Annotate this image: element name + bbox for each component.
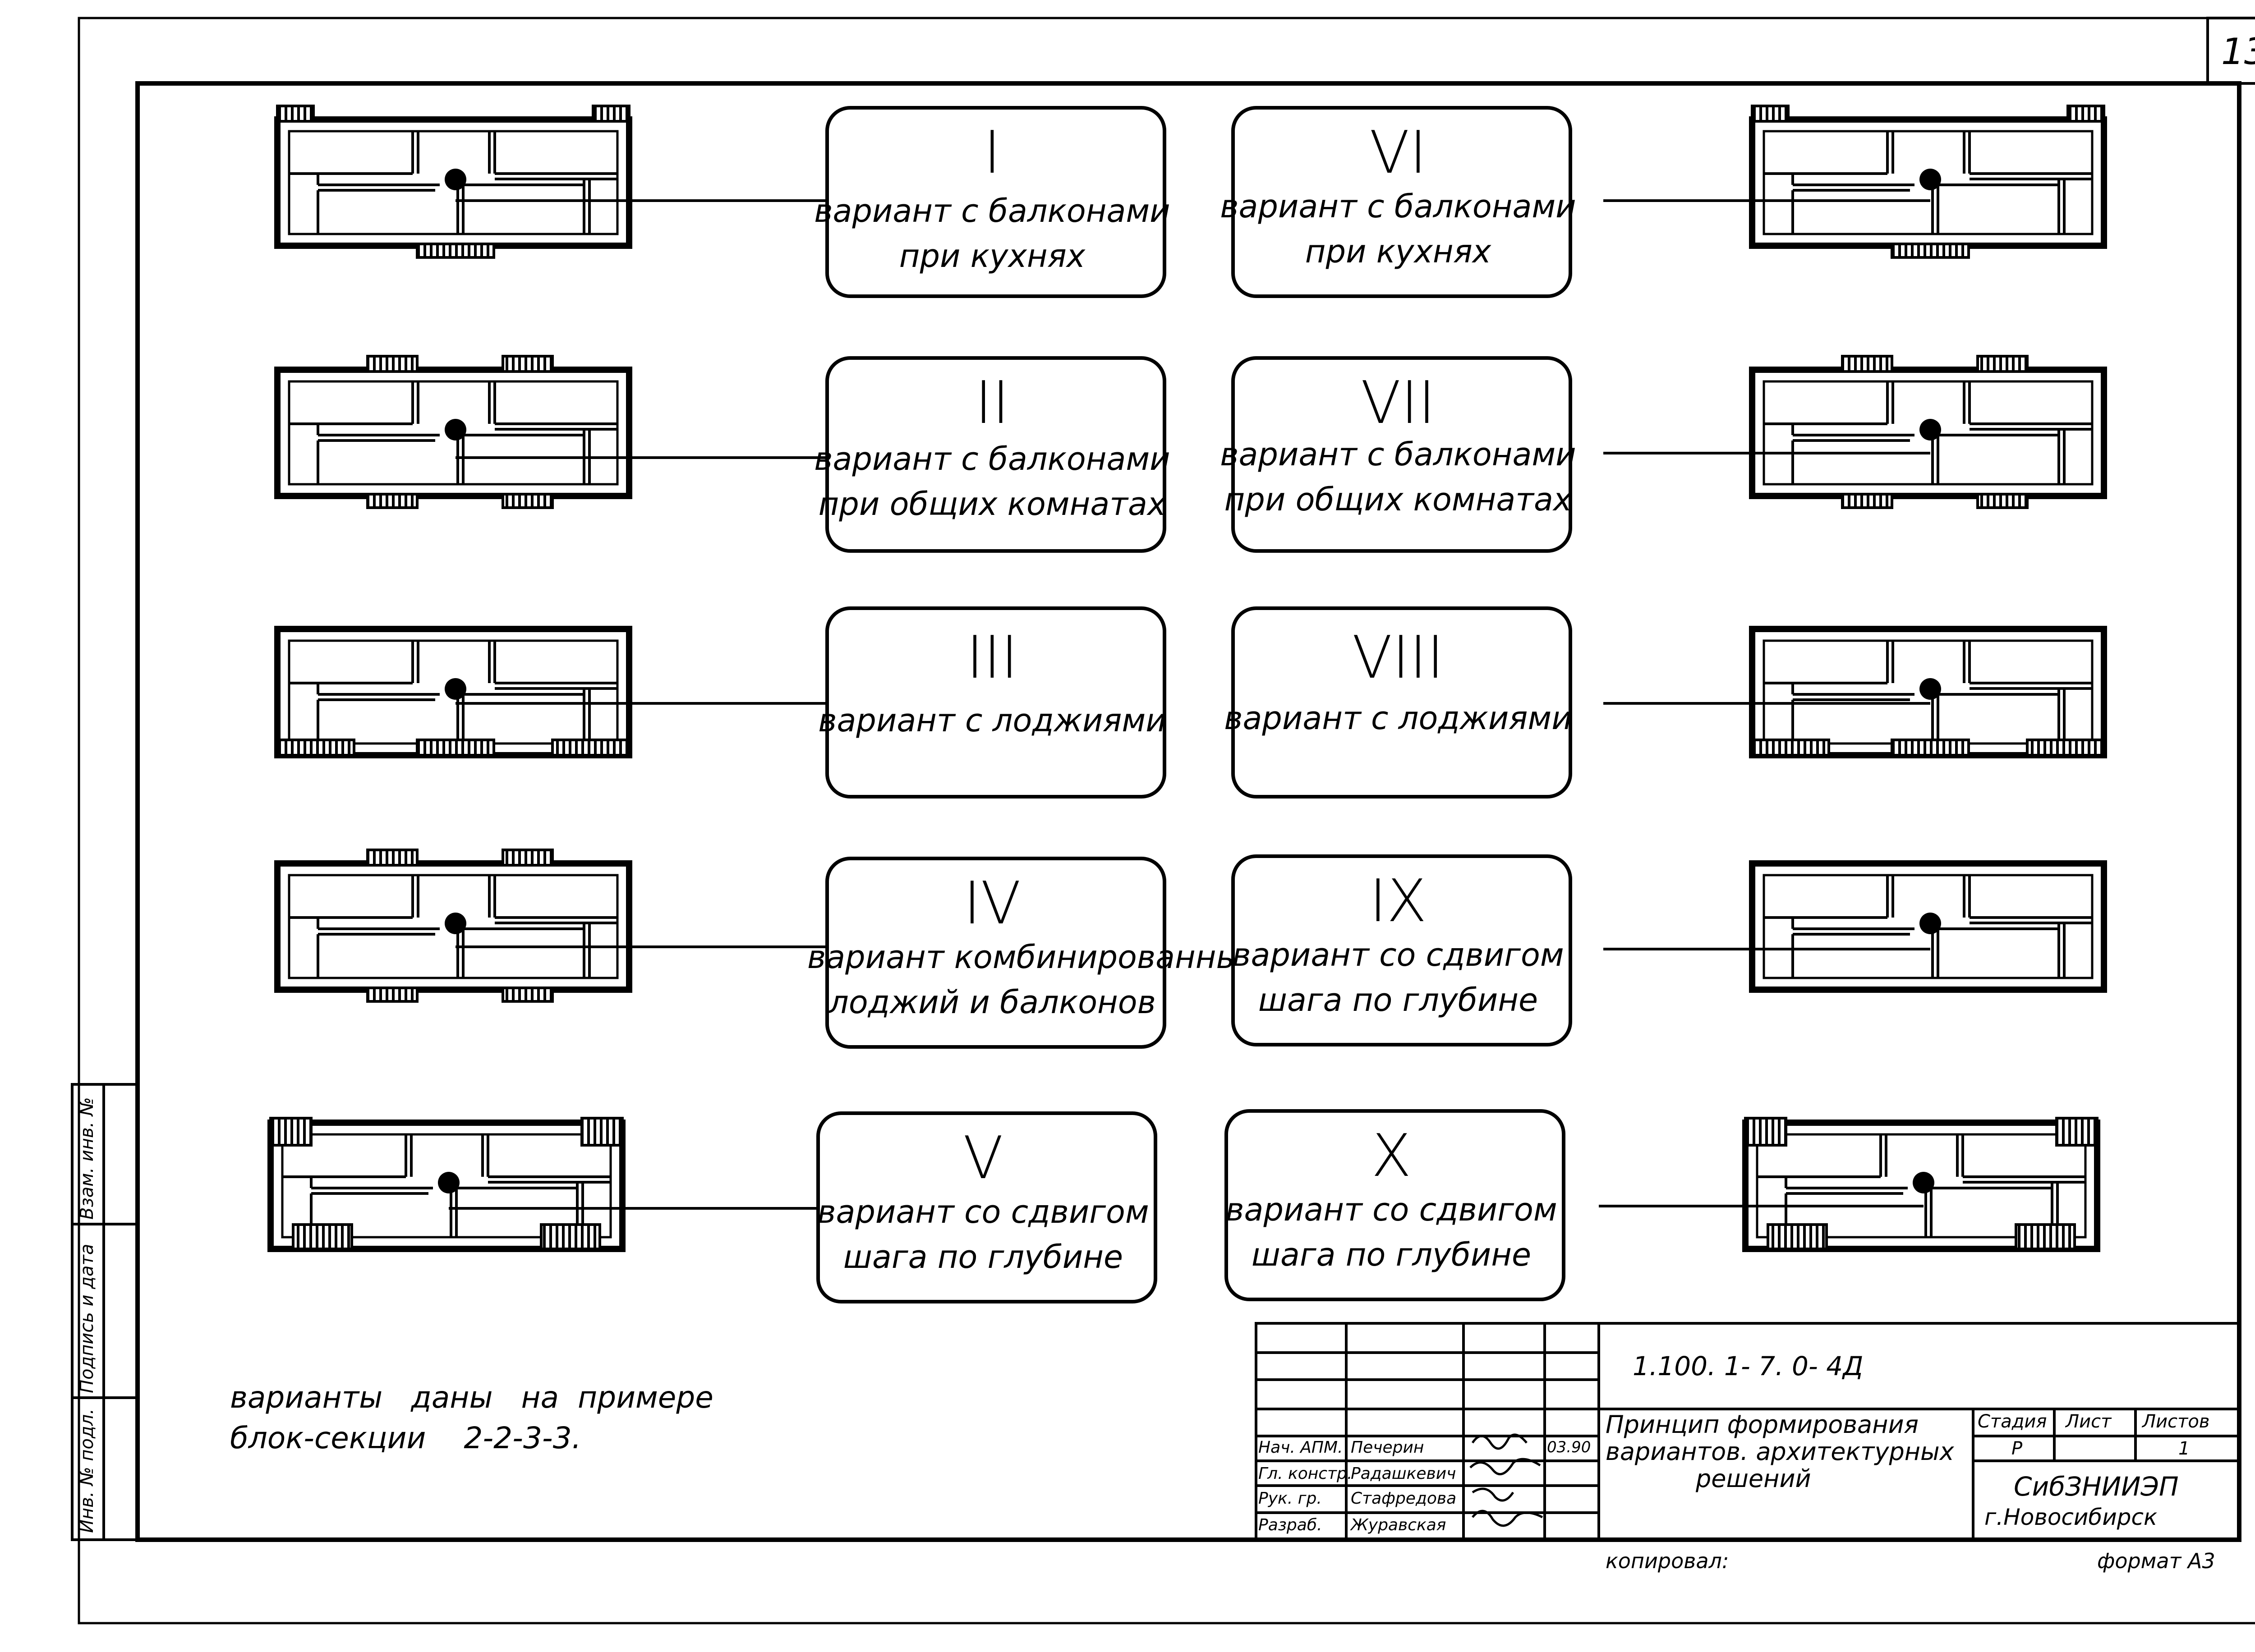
- variant-numeral: X: [1371, 1121, 1412, 1190]
- name-2: Стафредова: [1351, 1489, 1457, 1508]
- variant-box-viii: VIII вариант с лоджиями: [1224, 606, 1572, 798]
- name-3: Журавская: [1351, 1516, 1446, 1534]
- variant-line1: вариант с балконами: [1220, 188, 1576, 225]
- variant-box-iv: IV вариант комбинированных лоджий и балк…: [807, 857, 1260, 1049]
- plan-variant-iv: [277, 850, 629, 1001]
- role-3: Разраб.: [1258, 1516, 1322, 1534]
- variant-box-vii: VII вариант с балконами при общих комнат…: [1220, 356, 1576, 553]
- date: 03.90: [1547, 1438, 1591, 1456]
- variant-line2: шага по глубине: [1251, 1236, 1532, 1273]
- variant-numeral: VII: [1361, 368, 1436, 437]
- variant-line1: вариант с лоджиями: [818, 702, 1166, 739]
- variant-line1: вариант с балконами: [814, 193, 1170, 229]
- variant-line2: при кухнях: [899, 238, 1086, 275]
- variant-line1: вариант со сдвигом: [1225, 1191, 1557, 1228]
- copied-by: копировал:: [1606, 1549, 1729, 1573]
- variant-line2: при кухнях: [1305, 233, 1491, 270]
- variant-numeral: II: [975, 368, 1010, 437]
- plan-variant-ii: [277, 356, 629, 508]
- variant-numeral: III: [966, 623, 1018, 692]
- plan-variant-ix: [1752, 863, 2104, 990]
- variant-line1: вариант со сдвигом: [1232, 936, 1564, 973]
- variant-line2: лоджий и балконов: [828, 984, 1156, 1021]
- variant-line1: вариант с лоджиями: [1224, 700, 1572, 737]
- variant-box-v: V вариант со сдвигом шага по глубине: [816, 1111, 1157, 1303]
- note-line2: блок-секции 2-2-3-3.: [230, 1421, 581, 1455]
- variant-box-x: X вариант со сдвигом шага по глубине: [1224, 1109, 1565, 1301]
- title-block-grid: [1255, 1322, 2241, 1541]
- org-line2: г.Новосибирск: [1984, 1504, 2158, 1530]
- connectors: [449, 199, 1930, 1210]
- variant-numeral: IX: [1369, 867, 1427, 935]
- variant-box-ix: IX вариант со сдвигом шага по глубине: [1231, 854, 1572, 1046]
- plan-variant-x: [1745, 1118, 2097, 1249]
- plan-variant-v: [271, 1118, 622, 1249]
- variant-line1: вариант с балконами: [1220, 436, 1576, 473]
- variant-line1: вариант комбинированных: [807, 939, 1260, 976]
- variant-line2: шага по глубине: [843, 1239, 1123, 1276]
- role-2: Рук. гр.: [1258, 1489, 1322, 1508]
- doc-title-line2: вариантов. архитектурных: [1606, 1437, 1954, 1466]
- plan-variant-viii: [1752, 629, 2104, 755]
- plan-variant-vi: [1752, 106, 2104, 257]
- org-line1: СибЗНИИЭП: [2014, 1471, 2179, 1502]
- variant-line2: шага по глубине: [1258, 982, 1538, 1019]
- plan-variant-vii: [1752, 356, 2104, 508]
- signatures: [1469, 1433, 1543, 1527]
- side-podpis: Подпись и дата: [77, 1244, 97, 1393]
- role-0: Нач. АПМ.: [1258, 1438, 1343, 1457]
- variant-numeral: I: [983, 118, 1001, 187]
- plan-variant-i: [277, 106, 629, 257]
- variant-line1: вариант с балконами: [814, 441, 1170, 477]
- role-1: Гл. констр.: [1258, 1464, 1353, 1483]
- variant-numeral: IV: [963, 869, 1021, 937]
- plan-variant-iii: [277, 629, 629, 755]
- name-1: Радашкевич: [1351, 1464, 1456, 1483]
- sheets-label: Листов: [2142, 1411, 2210, 1432]
- name-0: Печерин: [1351, 1438, 1424, 1457]
- sheet-label: Лист: [2066, 1411, 2112, 1432]
- variant-numeral: VIII: [1352, 623, 1444, 692]
- variant-line1: вариант со сдвигом: [817, 1193, 1149, 1230]
- side-vzam: Взам. инв. №: [77, 1097, 97, 1220]
- note-line1: варианты даны на примере: [230, 1380, 713, 1415]
- variant-box-i: I вариант с балконами при кухнях: [814, 106, 1170, 298]
- variant-numeral: V: [963, 1124, 1003, 1192]
- variant-box-vi: VI вариант с балконами при кухнях: [1220, 106, 1576, 298]
- variant-line2: при общих комнатах: [818, 486, 1166, 523]
- doc-title-line3: решений: [1696, 1464, 1811, 1493]
- stage-value: Р: [2011, 1438, 2023, 1459]
- side-inv-podl: Инв. № подл.: [77, 1409, 97, 1533]
- variant-box-ii: II вариант с балконами при общих комната…: [814, 356, 1170, 553]
- sheets-value: 1: [2178, 1438, 2190, 1459]
- doc-title-line1: Принцип формирования: [1606, 1410, 1919, 1439]
- stage-label: Стадия: [1978, 1411, 2047, 1432]
- doc-code: 1.100. 1- 7. 0- 4Д: [1633, 1351, 1864, 1381]
- page-number: 13: [2221, 31, 2255, 73]
- variant-numeral: VI: [1369, 118, 1427, 187]
- variant-line2: при общих комнатах: [1224, 481, 1572, 518]
- format-label: формат А3: [2097, 1549, 2215, 1573]
- variant-box-iii: III вариант с лоджиями: [818, 606, 1166, 798]
